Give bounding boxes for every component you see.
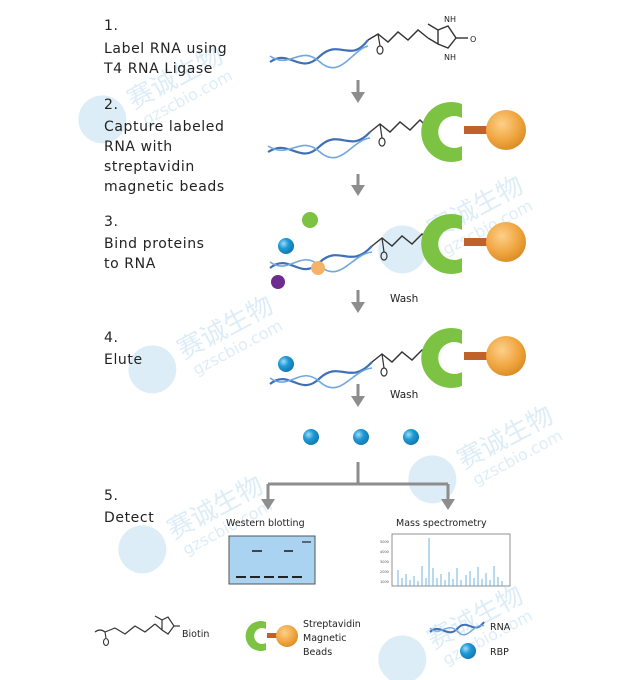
step-1-line-2: T4 RNA Ligase xyxy=(103,61,213,77)
magnetic-bead xyxy=(486,110,526,150)
ms-y-tick: 3000 xyxy=(380,560,389,564)
step-4-line-1: Elute xyxy=(104,352,143,368)
mass-spec-title: Mass spectrometry xyxy=(396,518,487,529)
atom-o: O xyxy=(470,35,476,44)
arrow-down-4 xyxy=(351,384,365,407)
step-3-line-1: Bind proteins xyxy=(104,236,205,252)
arrow-down-3 xyxy=(351,290,365,313)
ms-y-tick: 1000 xyxy=(380,580,389,584)
step-5-number: 5. xyxy=(104,488,119,504)
step-3-complex xyxy=(269,212,526,289)
protein-purple xyxy=(271,275,285,289)
step-2-line-3: streptavidin xyxy=(104,159,195,175)
legend-rna-icon xyxy=(429,621,485,636)
rbp-eluted-1 xyxy=(303,429,319,445)
ms-y-tick: 2000 xyxy=(380,570,389,574)
legend-streptavidin-line-1: Streptavidin xyxy=(303,619,361,630)
legend-biotin-label: Biotin xyxy=(182,629,209,640)
step-1-line-1: Label RNA using xyxy=(104,41,227,57)
step-2-line-4: magnetic beads xyxy=(104,179,225,195)
rbp-eluted-3 xyxy=(403,429,419,445)
step-2-line-1: Capture labeled xyxy=(104,119,224,135)
atom-h: H xyxy=(450,53,456,62)
step-1-number: 1. xyxy=(104,18,119,34)
arrow-down-1 xyxy=(351,80,365,103)
step-3-number: 3. xyxy=(104,214,119,230)
rbp-bound xyxy=(278,238,294,254)
wash-label-2: Wash xyxy=(390,389,418,401)
step-5-line-1: Detect xyxy=(104,510,154,526)
western-blot-panel xyxy=(228,535,316,585)
biotin-linker: N H N H O xyxy=(367,15,476,62)
eluted-rbps xyxy=(303,429,419,445)
atom-h: H xyxy=(450,15,456,24)
western-blot-title: Western blotting xyxy=(226,518,305,529)
step-3-line-2: to RNA xyxy=(104,256,156,272)
ms-y-tick: 4000 xyxy=(380,550,389,554)
step-2-line-2: RNA with xyxy=(104,139,173,155)
step-4-number: 4. xyxy=(104,330,119,346)
atom-n: N xyxy=(444,15,450,24)
ms-y-tick: 5000 xyxy=(380,540,389,544)
split-arrows xyxy=(261,462,455,510)
legend-rna-label: RNA xyxy=(490,622,511,633)
streptavidin-shape xyxy=(421,102,462,162)
wash-label-1: Wash xyxy=(390,293,418,305)
step-2-complex xyxy=(267,102,526,162)
step-1-rna xyxy=(269,39,369,69)
mass-spec-panel: 5000 4000 3000 2000 1000 xyxy=(380,533,511,587)
arrow-down-2 xyxy=(351,174,365,196)
atom-n: N xyxy=(444,53,450,62)
legend-streptavidin-icon xyxy=(245,621,298,652)
legend-rbp-label: RBP xyxy=(490,647,509,658)
legend-streptavidin-line-2: Magnetic xyxy=(303,633,347,644)
rna-strand-a xyxy=(269,39,369,65)
step-2-number: 2. xyxy=(104,97,119,113)
legend-rbp-icon xyxy=(460,643,476,659)
legend: Biotin Streptavidin Magnetic Beads RNA R… xyxy=(94,615,511,659)
protein-green xyxy=(302,212,318,228)
legend-streptavidin-line-3: Beads xyxy=(303,647,332,658)
legend-biotin-icon xyxy=(94,615,180,647)
step-4-complex xyxy=(269,328,526,389)
protein-orange xyxy=(311,261,325,275)
process-arrows xyxy=(351,80,365,407)
step-labels: 1. Label RNA using T4 RNA Ligase 2. Capt… xyxy=(103,18,227,526)
rna-strand-b xyxy=(269,45,369,69)
rbp-eluted-2 xyxy=(353,429,369,445)
